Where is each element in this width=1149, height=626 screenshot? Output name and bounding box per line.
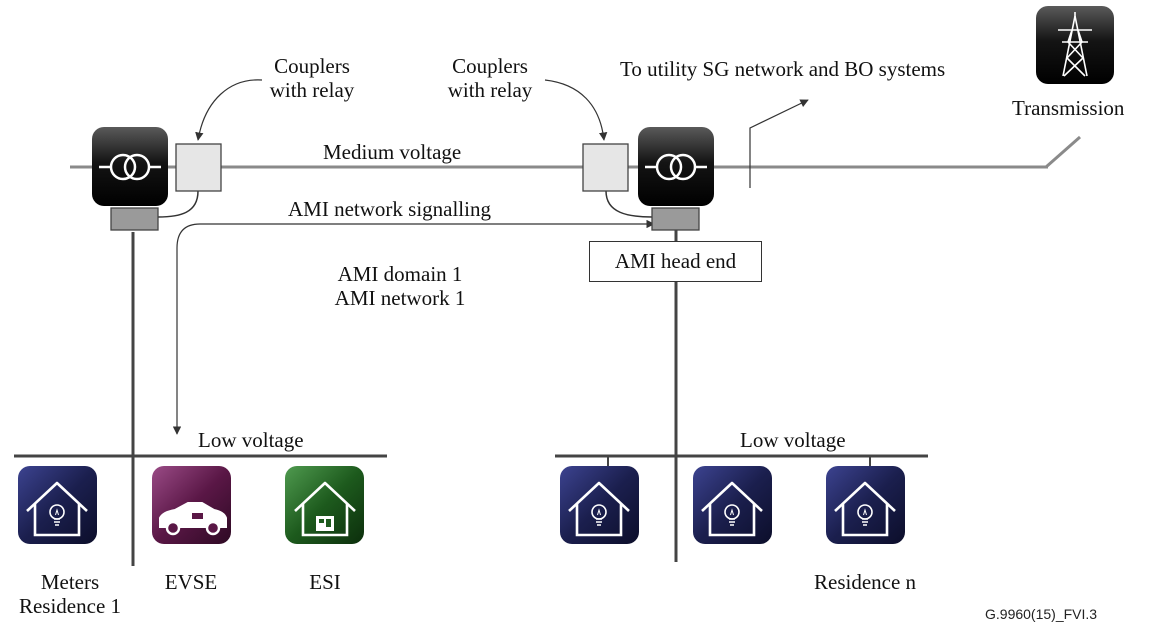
low-voltage-right-label: Low voltage bbox=[740, 428, 846, 452]
couplers-right-label: Couplers with relay bbox=[440, 54, 540, 102]
coupler-left-arrow bbox=[195, 79, 263, 141]
right-transformer bbox=[638, 127, 714, 206]
transmission-tower-icon bbox=[1058, 12, 1092, 77]
meters-line: Meters bbox=[40, 570, 100, 594]
modem-box-right bbox=[651, 207, 700, 231]
house-tile-residence-n bbox=[826, 466, 905, 544]
to-utility-arrow bbox=[749, 99, 809, 188]
residence-1-line: Residence 1 bbox=[18, 594, 122, 618]
coupler-box-right bbox=[582, 143, 629, 192]
house-tile-right-1 bbox=[560, 466, 639, 544]
house-tile-right-2 bbox=[693, 466, 772, 544]
coupler-right-link bbox=[605, 190, 653, 218]
transformer-icon bbox=[645, 153, 707, 181]
coupler-right-arrow bbox=[544, 79, 608, 141]
evse-label: EVSE bbox=[164, 570, 218, 594]
meters-residence-label: Meters Residence 1 bbox=[0, 570, 140, 618]
electric-car-icon bbox=[159, 502, 227, 536]
transformer-icon bbox=[99, 153, 161, 181]
coupler-left-link bbox=[157, 190, 199, 218]
esi-tile bbox=[285, 466, 364, 544]
ami-network-line: AMI network 1 bbox=[334, 286, 466, 310]
to-utility-label: To utility SG network and BO systems bbox=[620, 57, 946, 81]
ami-signalling-label: AMI network signalling bbox=[288, 197, 491, 221]
transmission-tower-tile bbox=[1036, 6, 1114, 84]
esi-label: ESI bbox=[309, 570, 341, 594]
couplers-right-line1: Couplers bbox=[452, 54, 528, 78]
figure-reference: G.9960(15)_FVI.3 bbox=[985, 606, 1098, 622]
couplers-left-line1: Couplers bbox=[274, 54, 350, 78]
modem-box-left bbox=[110, 207, 159, 231]
ami-domain-label: AMI domain 1 AMI network 1 bbox=[320, 262, 480, 310]
couplers-left-line2: with relay bbox=[269, 78, 355, 102]
residence-n-label: Residence n bbox=[814, 570, 917, 594]
couplers-left-label: Couplers with relay bbox=[262, 54, 362, 102]
transmission-label: Transmission bbox=[1012, 96, 1125, 120]
ami-signalling-path bbox=[172, 219, 655, 435]
medium-voltage-label: Medium voltage bbox=[323, 140, 462, 164]
ami-domain-line: AMI domain 1 bbox=[337, 262, 463, 286]
low-voltage-left-label: Low voltage bbox=[198, 428, 304, 452]
evse-tile bbox=[152, 466, 231, 544]
coupler-box-left bbox=[175, 143, 222, 192]
house-tile-residence-1 bbox=[18, 466, 97, 544]
esi-house-icon bbox=[294, 481, 356, 537]
left-transformer bbox=[92, 127, 168, 206]
couplers-right-line2: with relay bbox=[447, 78, 533, 102]
transmission-link-line bbox=[1045, 135, 1081, 169]
ami-head-end-box: AMI head end bbox=[589, 241, 762, 282]
